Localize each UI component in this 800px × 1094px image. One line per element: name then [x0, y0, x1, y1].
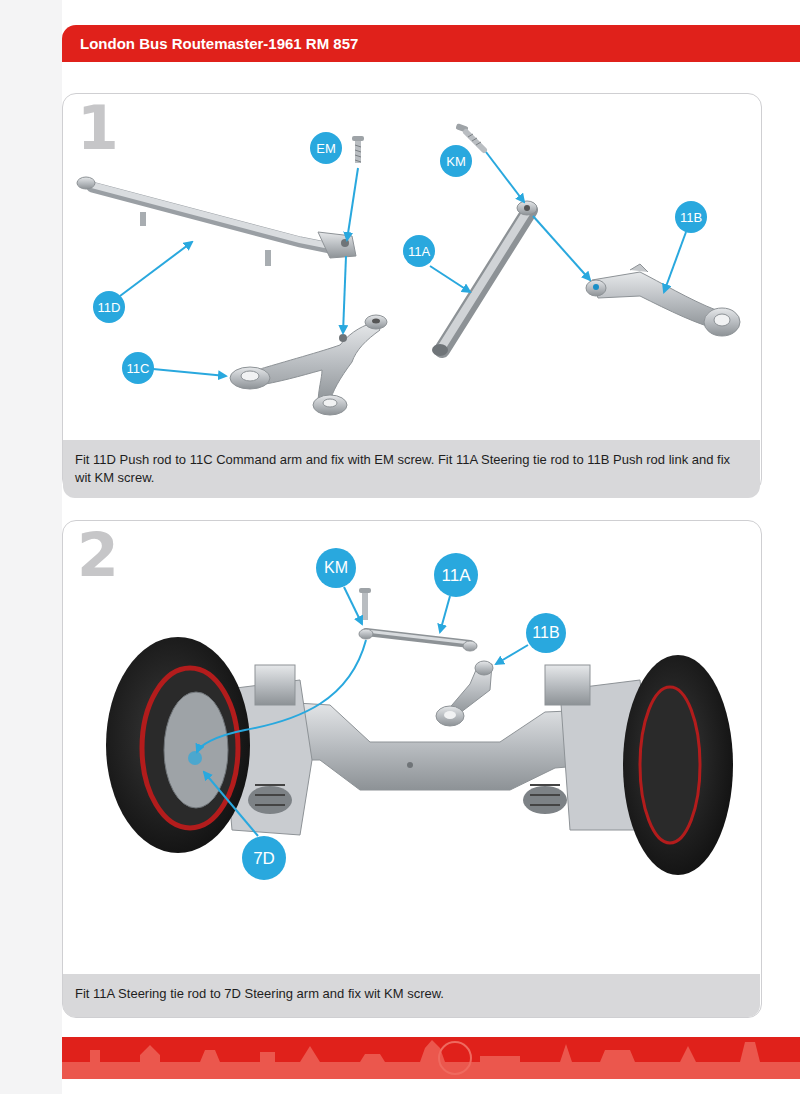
- header-band: London Bus Routemaster-1961 RM 857: [62, 25, 800, 62]
- tie-rod-and-link: [359, 588, 493, 726]
- callout-number: 11B: [526, 613, 566, 653]
- callout-label: EM: [316, 142, 336, 155]
- callout-number: 11A: [434, 553, 478, 597]
- callout-number: 7D: [242, 836, 286, 880]
- page-margin: [0, 0, 62, 1094]
- instruction-caption: Fit 11A Steering tie rod to 7D Steering …: [63, 974, 760, 1017]
- step-panel: 2KM 11A 11B 7D Fit 11A Steering tie rod to 7…: [62, 520, 762, 1018]
- callout-label: 11B: [532, 625, 559, 641]
- screw: [352, 136, 364, 163]
- instruction-text: Fit 11A Steering tie rod to 7D Steering …: [75, 985, 748, 1003]
- step-number: 2: [77, 525, 119, 585]
- callout-label: 11B: [680, 211, 702, 224]
- instruction-text: Fit 11D Push rod to 11C Command arm and …: [75, 451, 748, 487]
- instruction-caption: Fit 11D Push rod to 11C Command arm and …: [63, 440, 760, 498]
- step-panel: 1EM KM 11D 11C 11A 11B Fit 11D Push rod to 11C…: [62, 93, 762, 493]
- callout-label: 7D: [253, 850, 275, 867]
- callout-number: KM: [440, 145, 472, 177]
- callout-label: 11C: [127, 362, 150, 375]
- callout-label: 11D: [98, 301, 121, 314]
- push-rod: [77, 177, 356, 266]
- callout-label: 11A: [442, 567, 471, 584]
- callout-label: KM: [324, 560, 348, 576]
- page-title: London Bus Routemaster-1961 RM 857: [80, 35, 358, 52]
- callout-number: KM: [316, 548, 356, 588]
- push-rod-link: [586, 264, 740, 336]
- callout-label: 11A: [408, 245, 430, 258]
- command-arm: [230, 315, 387, 415]
- callout-number: 11A: [403, 235, 435, 267]
- leader-lines: [120, 152, 686, 376]
- callout-number: 11C: [122, 352, 154, 384]
- footer-skyline: [62, 1037, 800, 1079]
- callout-label: KM: [446, 155, 466, 168]
- step-number: 1: [77, 98, 119, 158]
- leader-lines: [197, 587, 528, 836]
- callout-number: 11B: [675, 201, 707, 233]
- callout-number: 11D: [93, 291, 125, 323]
- callout-number: EM: [310, 132, 342, 164]
- axle-assembly: [106, 637, 733, 875]
